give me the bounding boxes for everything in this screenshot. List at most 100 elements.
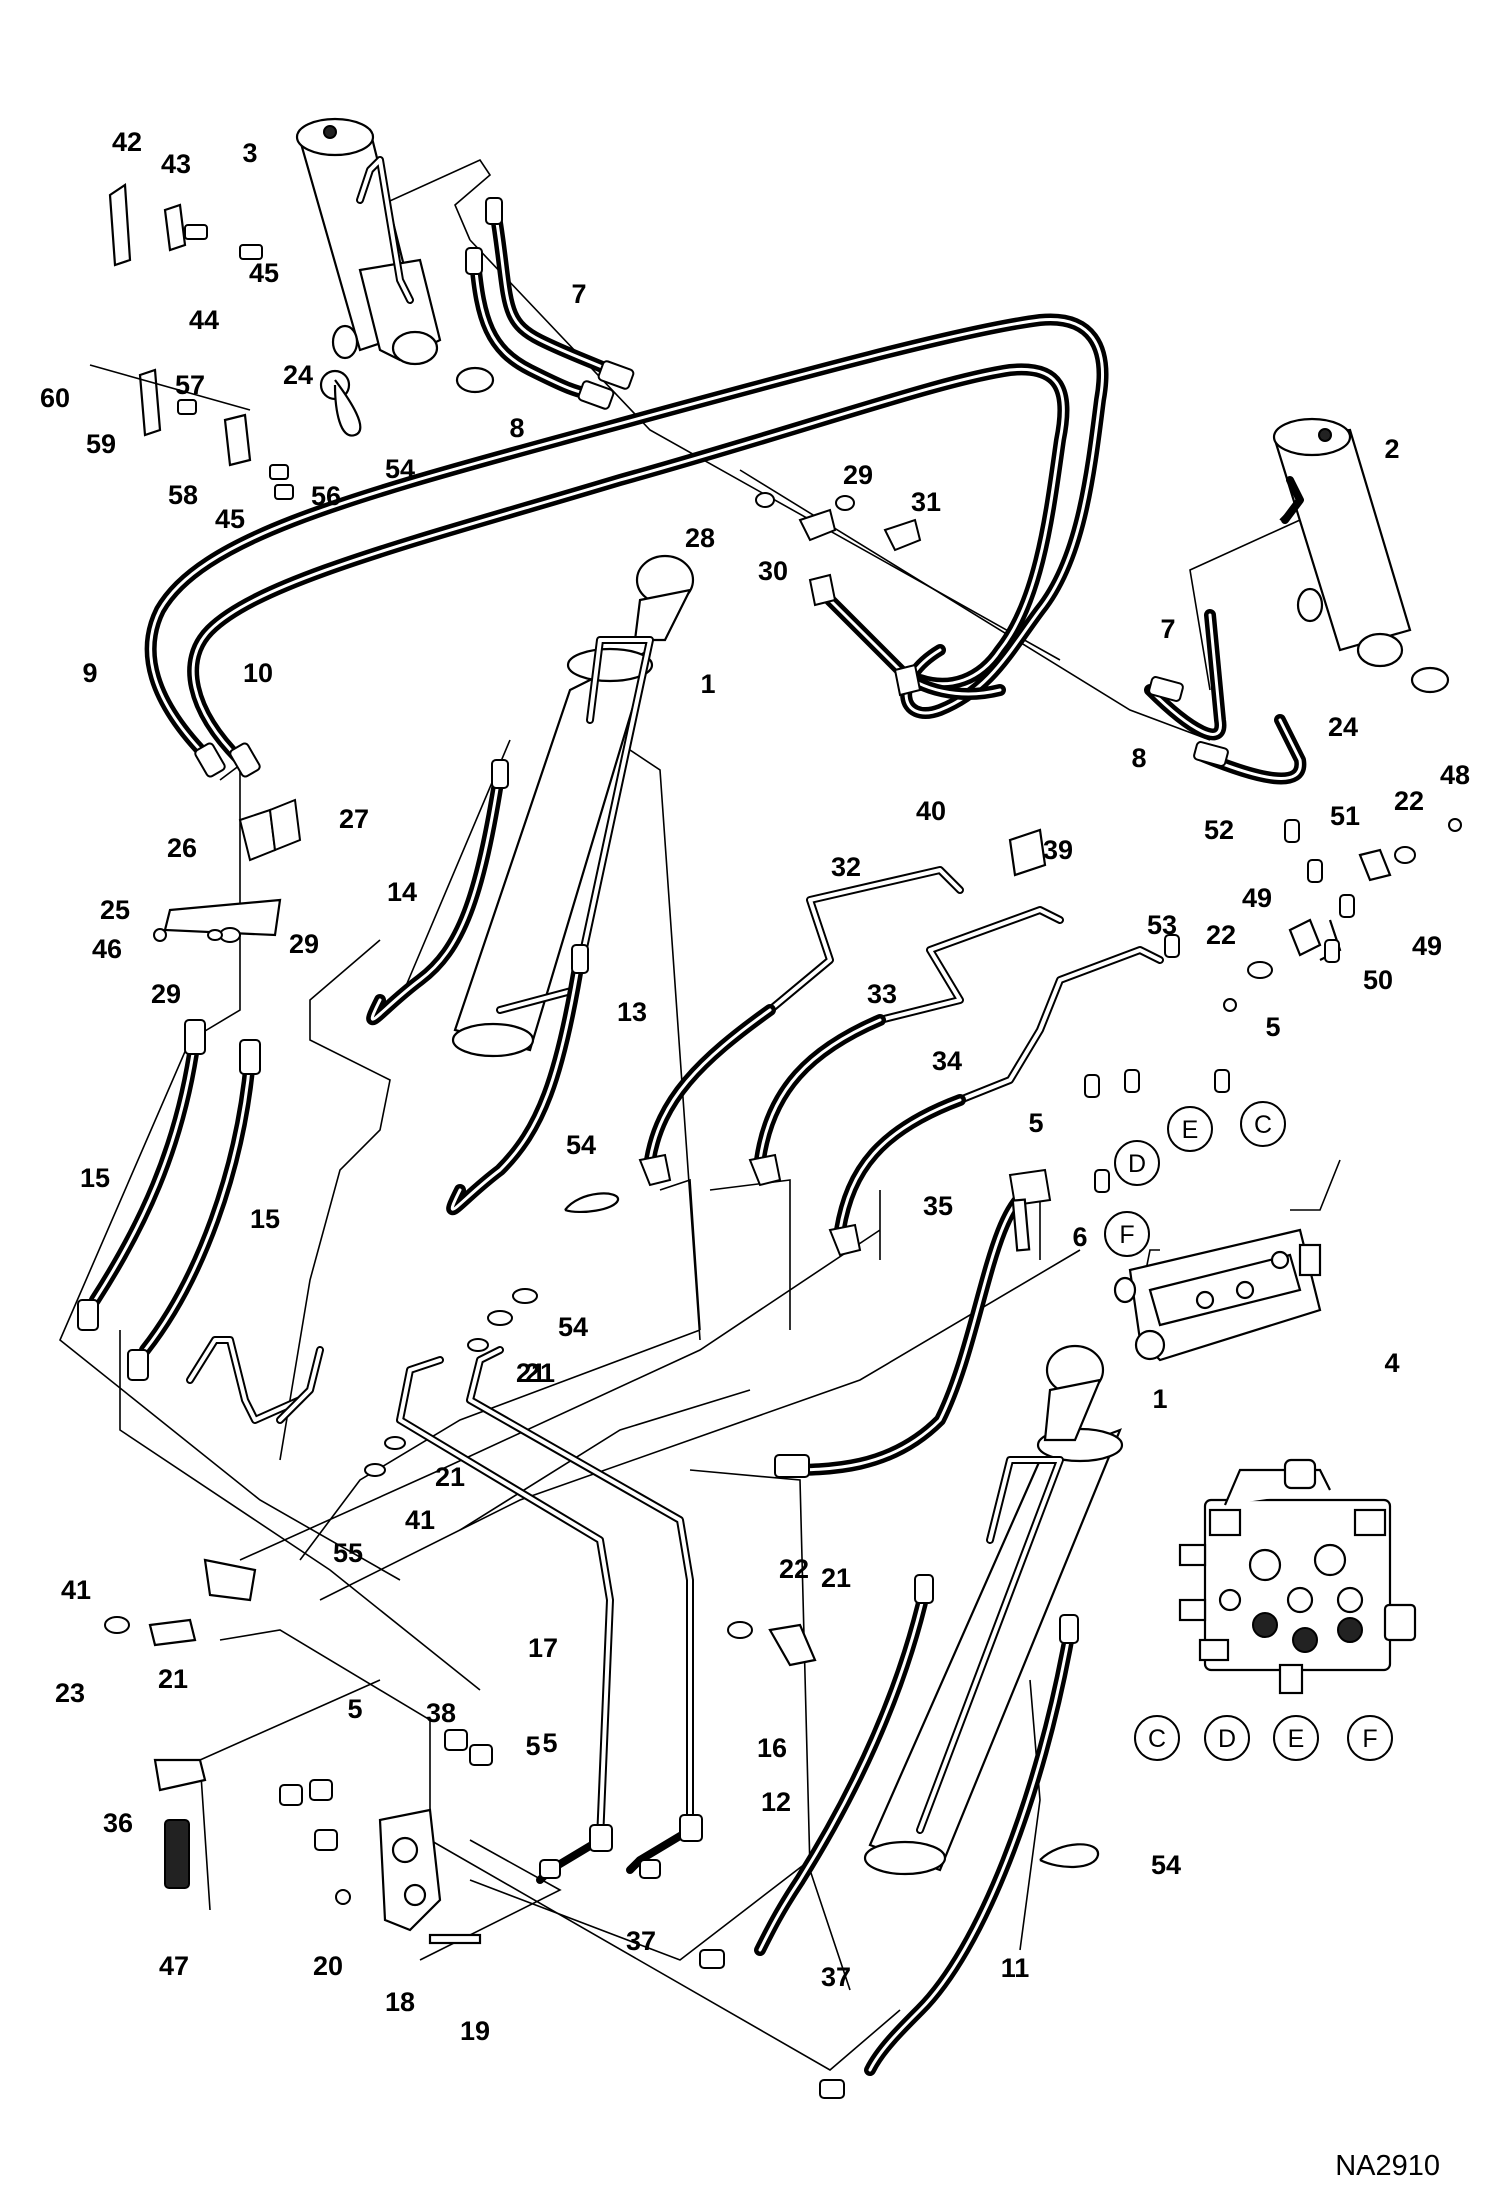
callout-16: 16: [757, 1733, 787, 1763]
callout-57: 57: [175, 370, 205, 400]
callout-27: 27: [339, 804, 369, 834]
callout-44: 44: [189, 305, 219, 335]
port-f-label: F: [1362, 1725, 1377, 1753]
callout-21: 21: [525, 1358, 555, 1388]
callout-49: 49: [1242, 883, 1272, 913]
callout-32: 32: [831, 852, 861, 882]
port-e-circle: E: [1273, 1715, 1319, 1761]
callout-42: 42: [112, 127, 142, 157]
callout-18: 18: [385, 1987, 415, 2017]
callout-49: 49: [1412, 931, 1442, 961]
control-valve-assembled: [1113, 1228, 1322, 1362]
callout-21: 21: [435, 1462, 465, 1492]
port-f-circle: F: [1104, 1211, 1150, 1257]
hoses-7-8-top: [465, 197, 635, 410]
callout-40: 40: [916, 796, 946, 826]
port-circle: [1134, 1715, 1180, 1761]
callout-15: 15: [80, 1163, 110, 1193]
callout-52: 52: [1204, 815, 1234, 845]
callout-53: 53: [1147, 910, 1177, 940]
callout-58: 58: [168, 480, 198, 510]
callout-21: 21: [516, 1358, 546, 1388]
callout-33: 33: [867, 979, 897, 1009]
drawing-code: NA2910: [1335, 2150, 1440, 2182]
callout-4: 4: [1384, 1348, 1399, 1378]
callout-25: 25: [100, 895, 130, 925]
callout-7: 7: [1160, 614, 1175, 644]
port-c-circle: C: [1134, 1715, 1180, 1761]
port-c-label: C: [1148, 1725, 1166, 1753]
callout-56: 56: [311, 481, 341, 511]
port-circle: [1240, 1101, 1286, 1147]
port-e-label: E: [1182, 1116, 1199, 1144]
hoses-15: [77, 1019, 261, 1381]
callout-5: 5: [542, 1728, 557, 1758]
callout-1: 1: [1152, 1384, 1167, 1414]
port-d-circle: D: [1114, 1140, 1160, 1186]
callout-23: 23: [55, 1678, 85, 1708]
callout-37: 37: [821, 1962, 851, 1992]
callout-24: 24: [283, 360, 313, 390]
callout-50: 50: [1363, 965, 1393, 995]
port-circle: [1347, 1715, 1393, 1761]
callout-8: 8: [509, 413, 524, 443]
callout-15: 15: [250, 1204, 280, 1234]
cylinder-1-upper: [451, 554, 695, 1058]
fittings-28-31: [755, 492, 922, 697]
callout-5: 5: [347, 1694, 362, 1724]
callout-54: 54: [558, 1312, 588, 1342]
port-circle: [1104, 1211, 1150, 1257]
callout-29: 29: [843, 460, 873, 490]
callout-8: 8: [1131, 743, 1146, 773]
port-circle: [1114, 1140, 1160, 1186]
callout-41: 41: [405, 1505, 435, 1535]
callout-22: 22: [1206, 920, 1236, 950]
callout-21: 21: [158, 1664, 188, 1694]
callout-13: 13: [617, 997, 647, 1027]
bracket-56-60: [89, 364, 294, 500]
callout-55: 55: [333, 1538, 363, 1568]
callout-54: 54: [385, 454, 415, 484]
callout-2: 2: [1384, 434, 1399, 464]
hoses-13-14: [366, 759, 589, 1216]
tie-straps-54: [333, 379, 1100, 1869]
callout-20: 20: [313, 1951, 343, 1981]
hoses-32-35: [638, 866, 1164, 1478]
callout-39: 39: [1043, 835, 1073, 865]
callout-54: 54: [1151, 1850, 1181, 1880]
port-e-circle: E: [1167, 1106, 1213, 1152]
callout-11: 11: [1001, 1953, 1030, 1983]
callout-31: 31: [911, 487, 941, 517]
port-f-circle: F: [1347, 1715, 1393, 1761]
callout-48: 48: [1440, 760, 1470, 790]
control-valve-detail: [1178, 1458, 1417, 1695]
tubes-16-17: [186, 1336, 703, 1884]
port-e-label: E: [1288, 1725, 1305, 1753]
valve-block-18: [153, 1729, 661, 1945]
cylinder-3: [295, 117, 495, 401]
callout-41: 41: [61, 1575, 91, 1605]
callout-5: 5: [1028, 1108, 1043, 1138]
callout-7: 7: [571, 279, 586, 309]
port-f-label: F: [1119, 1221, 1134, 1249]
callout-22: 22: [1394, 786, 1424, 816]
port-d-label: D: [1128, 1150, 1146, 1178]
callout-29: 29: [289, 929, 319, 959]
callout-35: 35: [923, 1191, 953, 1221]
assembly-lines: [59, 158, 1341, 2071]
callout-38: 38: [426, 1698, 456, 1728]
port-circle: [1273, 1715, 1319, 1761]
callout-28: 28: [685, 523, 715, 553]
port-d-circle: D: [1204, 1715, 1250, 1761]
bracket-42-45: [108, 183, 263, 267]
callout-19: 19: [460, 2016, 490, 2046]
cylinder-2: [1272, 417, 1450, 694]
callout-46: 46: [92, 934, 122, 964]
callout-45: 45: [249, 258, 279, 288]
callout-22: 22: [779, 1554, 809, 1584]
cylinder-1-lower: [863, 1344, 1124, 1876]
port-circle: [1167, 1106, 1213, 1152]
